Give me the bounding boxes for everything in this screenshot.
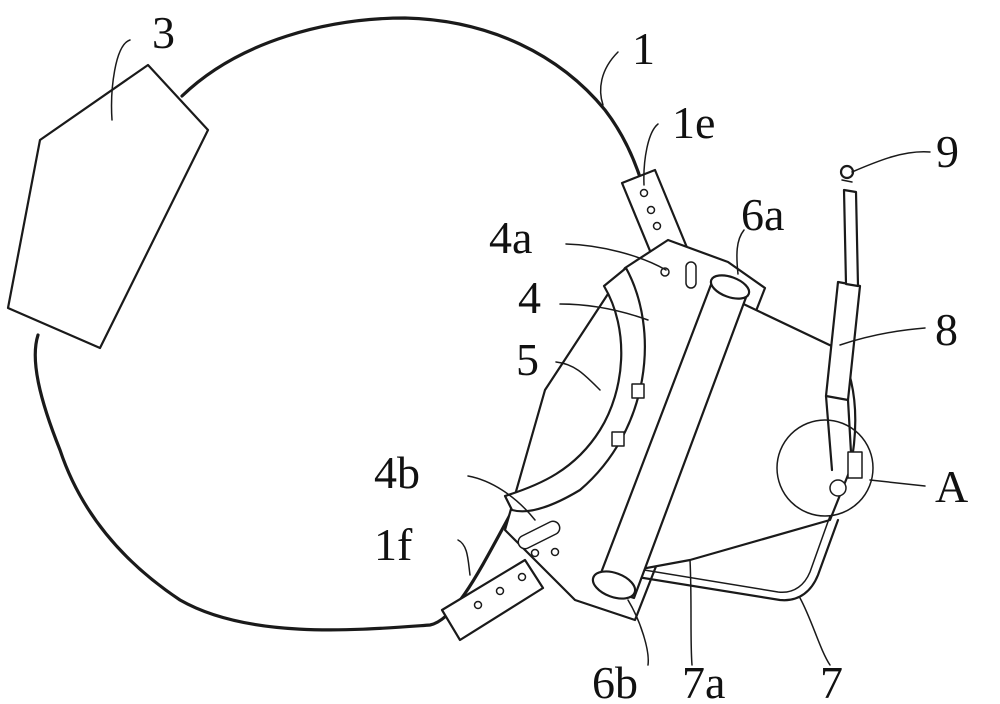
part-3-box <box>8 65 208 348</box>
label-7a: 7a <box>682 657 725 704</box>
slot-upper <box>686 262 696 288</box>
label-6b: 6b <box>592 657 638 704</box>
label-4b: 4b <box>374 447 420 498</box>
label-A: A <box>935 461 968 512</box>
label-8: 8 <box>935 304 958 355</box>
label-4a: 4a <box>489 212 532 263</box>
tip-9 <box>841 166 853 178</box>
guide-tab-lower <box>612 432 624 446</box>
label-1e: 1e <box>672 97 715 148</box>
label-4: 4 <box>518 272 541 323</box>
label-9: 9 <box>936 126 959 177</box>
label-1: 1 <box>632 23 655 74</box>
label-7: 7 <box>820 657 843 704</box>
guide-tab-upper <box>632 384 644 398</box>
label-5: 5 <box>516 334 539 385</box>
strap-1f <box>442 560 543 640</box>
label-1f: 1f <box>374 519 413 570</box>
label-6a: 6a <box>741 189 784 240</box>
label-3: 3 <box>152 7 175 58</box>
